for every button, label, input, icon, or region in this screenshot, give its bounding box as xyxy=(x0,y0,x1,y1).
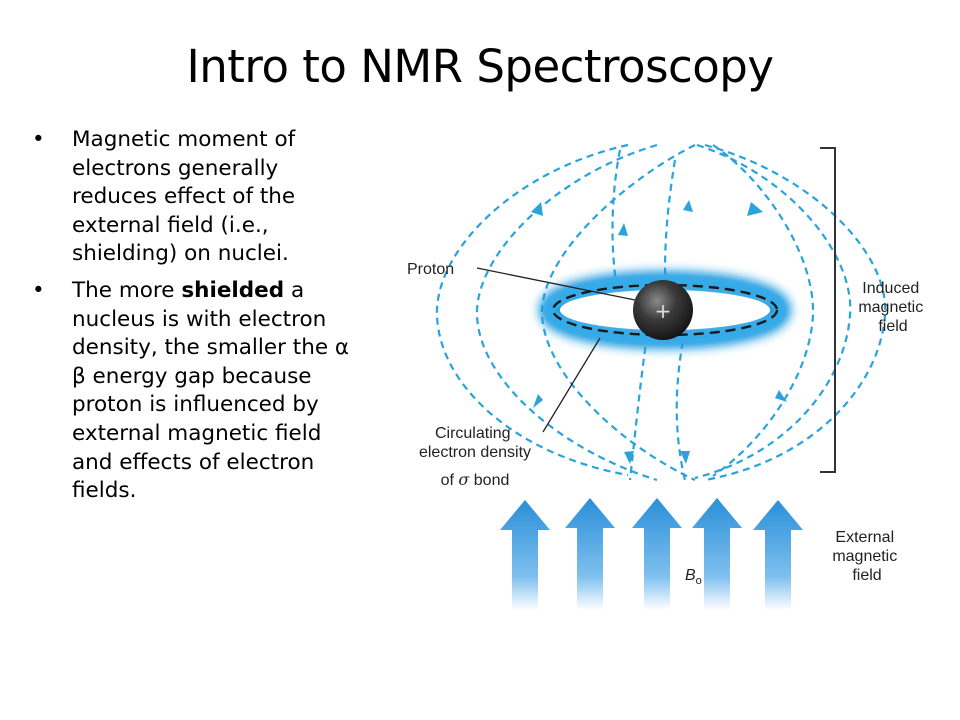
bullet-bold-term: shielded xyxy=(181,277,285,303)
external-field-label: External magnetic field xyxy=(832,529,901,584)
sigma-symbol: σ xyxy=(458,470,470,489)
circulating-label-line: Circulating xyxy=(435,425,511,442)
external-field-arrow xyxy=(500,500,550,610)
proton: + xyxy=(633,280,693,340)
induced-label-line: Induced xyxy=(862,280,919,297)
field-arrowhead xyxy=(775,390,787,402)
induced-label-line: field xyxy=(878,318,907,335)
field-arrowhead xyxy=(680,451,690,464)
sigma-bond-label: of σ bond xyxy=(441,470,510,489)
proton-plus-symbol: + xyxy=(655,299,672,323)
induced-label-line: magnetic xyxy=(858,299,923,316)
external-label-line: magnetic xyxy=(832,548,897,565)
field-line xyxy=(611,149,622,306)
bullet-item: • Magnetic moment of electrons generally… xyxy=(32,126,362,269)
field-line xyxy=(704,143,887,482)
field-line xyxy=(712,144,815,477)
bullet-text: Magnetic moment of electrons generally r… xyxy=(72,127,296,267)
external-label-line: External xyxy=(835,529,894,546)
external-field-arrow xyxy=(632,498,682,610)
circulating-label-line: electron density xyxy=(419,444,531,461)
field-arrowhead xyxy=(531,202,543,216)
slide-title: Intro to NMR Spectroscopy xyxy=(186,40,774,93)
bullet-text-post: a nucleus is with electron density, the … xyxy=(72,277,350,504)
nmr-shielding-diagram: + Proton Induced magnetic field Circulat… xyxy=(407,143,927,610)
b-naught-label: Bo xyxy=(685,567,702,587)
proton-leader-line xyxy=(476,267,636,301)
bullet-marker: • xyxy=(32,127,45,152)
bullet-list: • Magnetic moment of electrons generally… xyxy=(32,126,362,514)
bullet-text: The more shielded a nucleus is with elec… xyxy=(72,278,349,503)
field-arrowhead xyxy=(533,394,543,408)
external-field-arrow xyxy=(692,498,742,610)
circulating-electron-label: Circulating electron density xyxy=(419,425,531,461)
field-arrowhead xyxy=(618,223,628,236)
external-field-arrow xyxy=(753,500,803,610)
field-line xyxy=(435,143,629,477)
field-line xyxy=(628,334,649,481)
field-line xyxy=(694,143,852,480)
field-arrowheads xyxy=(531,200,787,464)
field-arrowhead xyxy=(683,200,693,212)
field-arrowhead xyxy=(624,451,634,464)
external-label-line: field xyxy=(852,567,881,584)
bullet-item: • The more shielded a nucleus is with el… xyxy=(32,277,362,506)
external-field-arrows xyxy=(500,498,803,610)
circulating-leader-line xyxy=(542,337,601,433)
proton-label: Proton xyxy=(407,261,454,278)
field-line xyxy=(475,143,658,482)
field-arrowhead xyxy=(747,202,763,216)
induced-field-bracket xyxy=(820,147,836,473)
external-field-arrow xyxy=(565,498,615,610)
induced-field-label: Induced magnetic field xyxy=(858,280,927,335)
bullet-marker: • xyxy=(32,277,45,303)
bullet-text-pre: The more xyxy=(72,277,182,303)
